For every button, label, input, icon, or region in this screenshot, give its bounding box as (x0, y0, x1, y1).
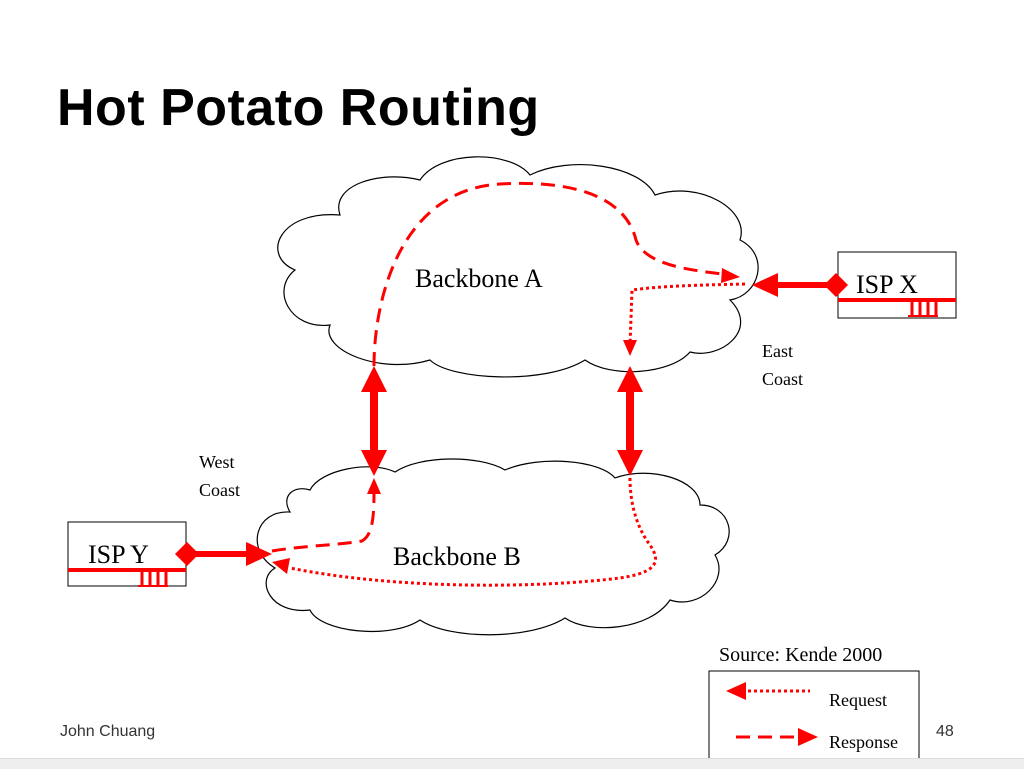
legend-request-label: Request (829, 690, 887, 710)
request-path-a (628, 282, 746, 346)
legend-response-label: Response (829, 732, 898, 752)
isp-y-link (175, 542, 272, 566)
west-coast-label-1: West (199, 452, 235, 472)
backbone-b-label: Backbone B (393, 542, 521, 571)
isp-x-label: ISP X (856, 270, 918, 299)
response-path-b (271, 491, 376, 553)
west-coast-label-2: Coast (199, 480, 240, 500)
backbone-a-label: Backbone A (415, 264, 543, 293)
isp-y-box (67, 521, 187, 587)
east-coast-label-2: Coast (762, 369, 803, 389)
page-number: 48 (936, 723, 954, 740)
footer-bar (0, 758, 1024, 769)
slide-title: Hot Potato Routing (57, 79, 540, 137)
backbone-a-cloud (277, 156, 759, 378)
isp-y-label: ISP Y (88, 540, 149, 569)
source-citation: Source: Kende 2000 (719, 644, 882, 666)
isp-x-box (837, 251, 957, 319)
west-interconnect-arrow (361, 366, 387, 476)
legend: Request Response (708, 670, 920, 761)
isp-x-link (752, 273, 848, 297)
footer-author: John Chuang (60, 723, 156, 740)
response-path-a (372, 181, 723, 367)
east-interconnect-arrow (617, 366, 643, 476)
east-coast-label-1: East (762, 341, 793, 361)
